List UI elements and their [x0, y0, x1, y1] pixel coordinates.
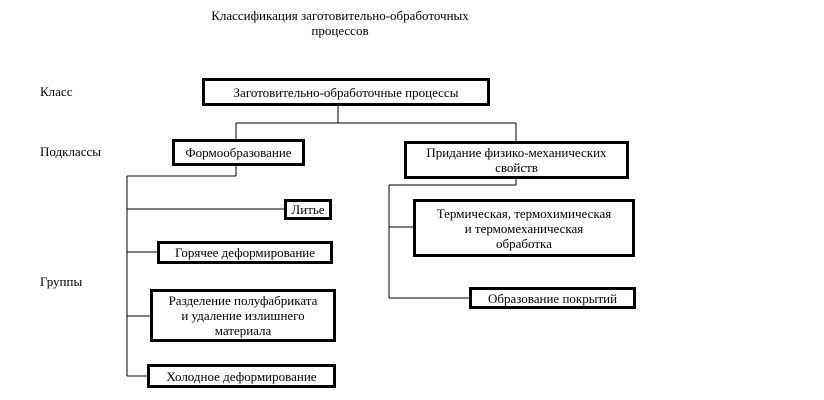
- subclass-node-properties: Придание физико-механических свойств: [404, 141, 629, 179]
- level-label-class: Класс: [40, 84, 73, 99]
- subclass-node-shaping: Формообразование: [172, 139, 305, 166]
- diagram-title-line2: процессов: [311, 23, 369, 38]
- level-label-subclasses: Подклассы: [40, 144, 101, 159]
- group-node-coatings: Образование покрытий: [469, 287, 636, 309]
- subclass-node-label: Формообразование: [185, 145, 292, 160]
- group-node-casting: Литье: [284, 199, 332, 220]
- group-node-label: Холодное деформирование: [166, 368, 317, 384]
- group-node-label-line: материала: [214, 323, 272, 338]
- subclass-node-label-line: свойств: [495, 160, 538, 175]
- level-label-groups: Группы: [40, 274, 83, 289]
- group-node-separation: Разделение полуфабриката и удаление изли…: [150, 289, 336, 342]
- group-node-label-line: и термомеханическая: [464, 220, 584, 236]
- group-node-label: Литье: [291, 202, 325, 217]
- diagram-title: Классификация заготовительно-обработочны…: [150, 8, 530, 38]
- group-node-label-line: Разделение полуфабриката: [168, 293, 318, 308]
- group-node-label: Образование покрытий: [487, 290, 618, 306]
- root-node: Заготовительно-обработочные процессы: [202, 78, 490, 106]
- group-node-label-line: обработка: [496, 235, 552, 251]
- group-node-heat-treatment: Термическая, термохимическая и термомеха…: [413, 199, 635, 257]
- subclass-node-label-line: Придание физико-механических: [426, 145, 607, 160]
- group-node-cold-forming: Холодное деформирование: [147, 364, 336, 388]
- diagram-title-line1: Классификация заготовительно-обработочны…: [211, 8, 469, 23]
- group-node-hot-forming: Горячее деформирование: [157, 241, 333, 264]
- group-node-label-line: Термическая, термохимическая: [436, 205, 612, 221]
- group-node-label-line: и удаление излишнего: [181, 308, 305, 323]
- root-node-label: Заготовительно-обработочные процессы: [233, 84, 459, 100]
- group-node-label: Горячее деформирование: [174, 245, 316, 260]
